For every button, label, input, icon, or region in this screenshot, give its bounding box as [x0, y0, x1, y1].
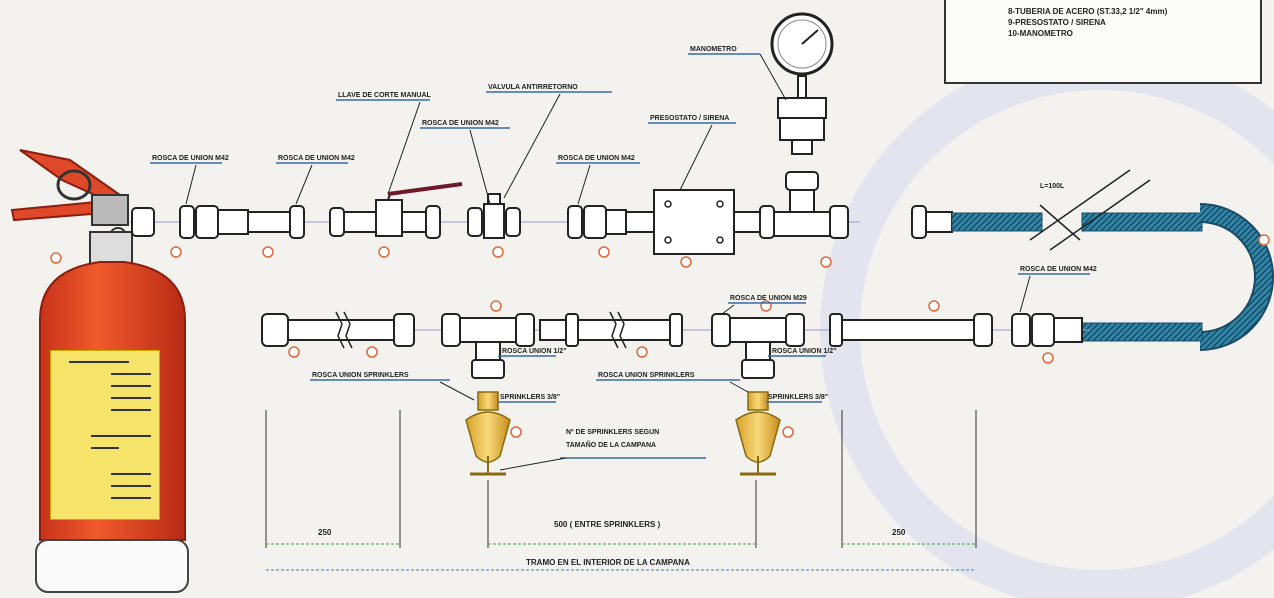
extinguisher-label [50, 350, 160, 520]
label-rosca-union-small-1: ROSCA UNION 1/2" [502, 348, 567, 355]
item-markers [50, 234, 1270, 438]
label-note-line-2: TAMAÑO DE LA CAMPANA [566, 440, 656, 449]
lower-pipe-run [261, 311, 1090, 379]
dimension-lines [265, 410, 977, 571]
label-rosca-union-2: ROSCA DE UNION M42 [278, 155, 355, 162]
label-flex-length: L=100L [1040, 183, 1065, 190]
legend-line-2: 9-PRESOSTATO / SIRENA [1008, 18, 1106, 27]
label-note-line-1: Nº DE SPRINKLERS SEGUN [566, 429, 659, 436]
label-valvula-antirretorno: VALVULA ANTIRRETORNO [488, 84, 578, 91]
dimension-right: 250 [892, 528, 906, 537]
label-rosca-union-sprinklers-1: ROSCA UNION SPRINKLERS [312, 372, 409, 379]
label-sprinklers-2: SPRINKLERS 3/8" [768, 394, 828, 401]
legend-line-3: 10-MANOMETRO [1008, 29, 1073, 38]
label-rosca-union-5: ROSCA DE UNION M42 [1020, 266, 1097, 273]
label-rosca-union-1: ROSCA DE UNION M42 [152, 155, 229, 162]
label-rosca-union-3: ROSCA DE UNION M42 [422, 120, 499, 127]
label-presostato: PRESOSTATO / SIRENA [650, 115, 729, 122]
dimension-middle: 500 ( ENTRE SPRINKLERS ) [554, 520, 661, 529]
label-llave-corte: LLAVE DE CORTE MANUAL [338, 92, 432, 99]
leader-lines [150, 53, 1090, 471]
label-rosca-union-sprinklers-2: ROSCA UNION SPRINKLERS [598, 372, 695, 379]
label-sprinklers-1: SPRINKLERS 3/8" [500, 394, 560, 401]
legend-line-1: 8-TUBERIA DE ACERO (ST.33,2 1/2" 4mm) [1008, 7, 1168, 16]
sprinkler-head-1 [465, 391, 511, 476]
upper-pipe-run [130, 12, 860, 255]
label-manometro: MANOMETRO [690, 46, 737, 53]
label-rosca-union-4: ROSCA DE UNION M42 [558, 155, 635, 162]
dimension-left: 250 [318, 528, 332, 537]
legend-box: 8-TUBERIA DE ACERO (ST.33,2 1/2" 4mm) 9-… [944, 0, 1262, 84]
dimension-total: TRAMO EN EL INTERIOR DE LA CAMPANA [526, 558, 690, 567]
label-rosca-union-small-2: ROSCA UNION 1/2" [772, 348, 837, 355]
sprinkler-head-2 [735, 391, 781, 476]
label-rosca-union-6: ROSCA DE UNION M29 [730, 295, 807, 302]
flexible-hose [911, 169, 1274, 351]
